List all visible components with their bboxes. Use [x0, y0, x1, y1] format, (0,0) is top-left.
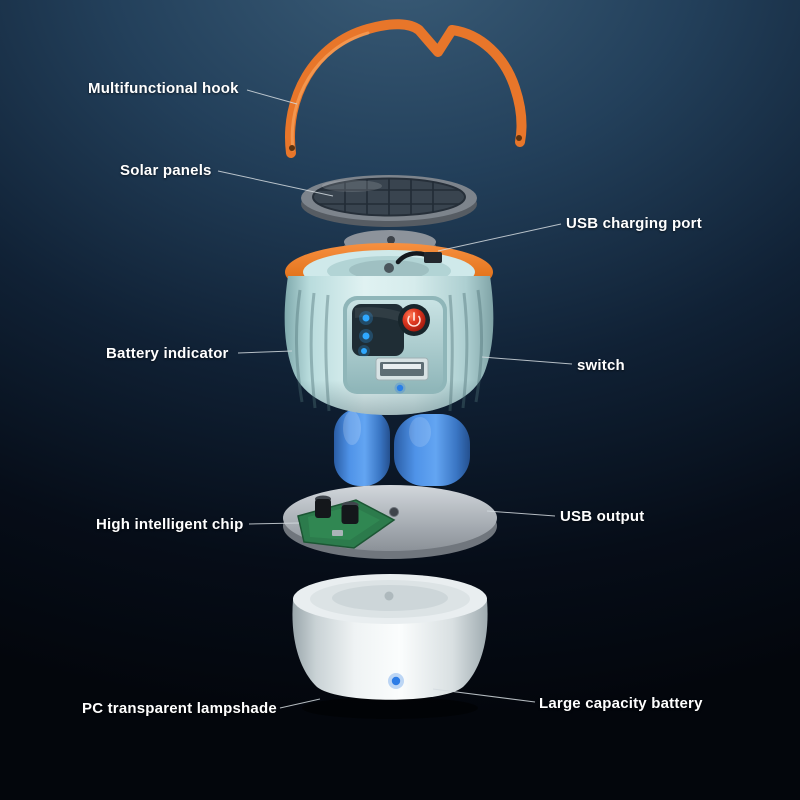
lampshade-part	[292, 574, 488, 719]
battery-indicator-led	[361, 348, 367, 354]
label-battery-indicator: Battery indicator	[106, 345, 229, 362]
label-usb-output: USB output	[560, 508, 645, 525]
leader-line-lampshade	[279, 698, 321, 709]
hook-part	[285, 19, 527, 158]
chip-component	[332, 530, 343, 536]
pcb-board	[297, 495, 396, 549]
leader-line-chip	[248, 522, 300, 525]
control-panel	[343, 296, 447, 394]
lamp-body-part	[284, 243, 494, 415]
leader-line-usb-output	[486, 510, 556, 517]
leader-line-battery-indicator	[237, 350, 293, 354]
chip-disc-part	[283, 485, 497, 559]
hook-pivot-hole	[289, 145, 295, 151]
leader-line-battery	[432, 688, 536, 703]
label-chip: High intelligent chip	[96, 516, 244, 533]
battery-indicator-led	[362, 332, 370, 340]
usb-output-port[interactable]	[375, 357, 429, 381]
label-hook: Multifunctional hook	[88, 80, 239, 97]
wire-connector	[424, 252, 442, 263]
label-usb-charging-port: USB charging port	[566, 215, 702, 232]
label-switch: switch	[577, 357, 625, 374]
hook-pivot-hole	[516, 135, 522, 141]
capacitor	[315, 499, 331, 518]
body-ribs	[294, 289, 484, 412]
leader-line-switch	[481, 356, 573, 365]
leader-line-hook	[246, 89, 298, 105]
label-battery: Large capacity battery	[539, 695, 703, 712]
charging-led	[396, 384, 404, 392]
label-lampshade: PC transparent lampshade	[82, 700, 277, 717]
battery-pack-part	[334, 408, 470, 486]
solar-panel-part	[301, 175, 477, 227]
power-icon-arc	[407, 315, 421, 327]
capacitor	[341, 505, 359, 524]
leader-line-usb-charging	[437, 223, 562, 252]
battery-indicator-led	[362, 314, 370, 322]
leader-line-solar	[217, 170, 334, 197]
label-solar-panels: Solar panels	[120, 162, 212, 179]
lampshade-led	[391, 676, 401, 686]
leader-lines	[217, 89, 573, 709]
